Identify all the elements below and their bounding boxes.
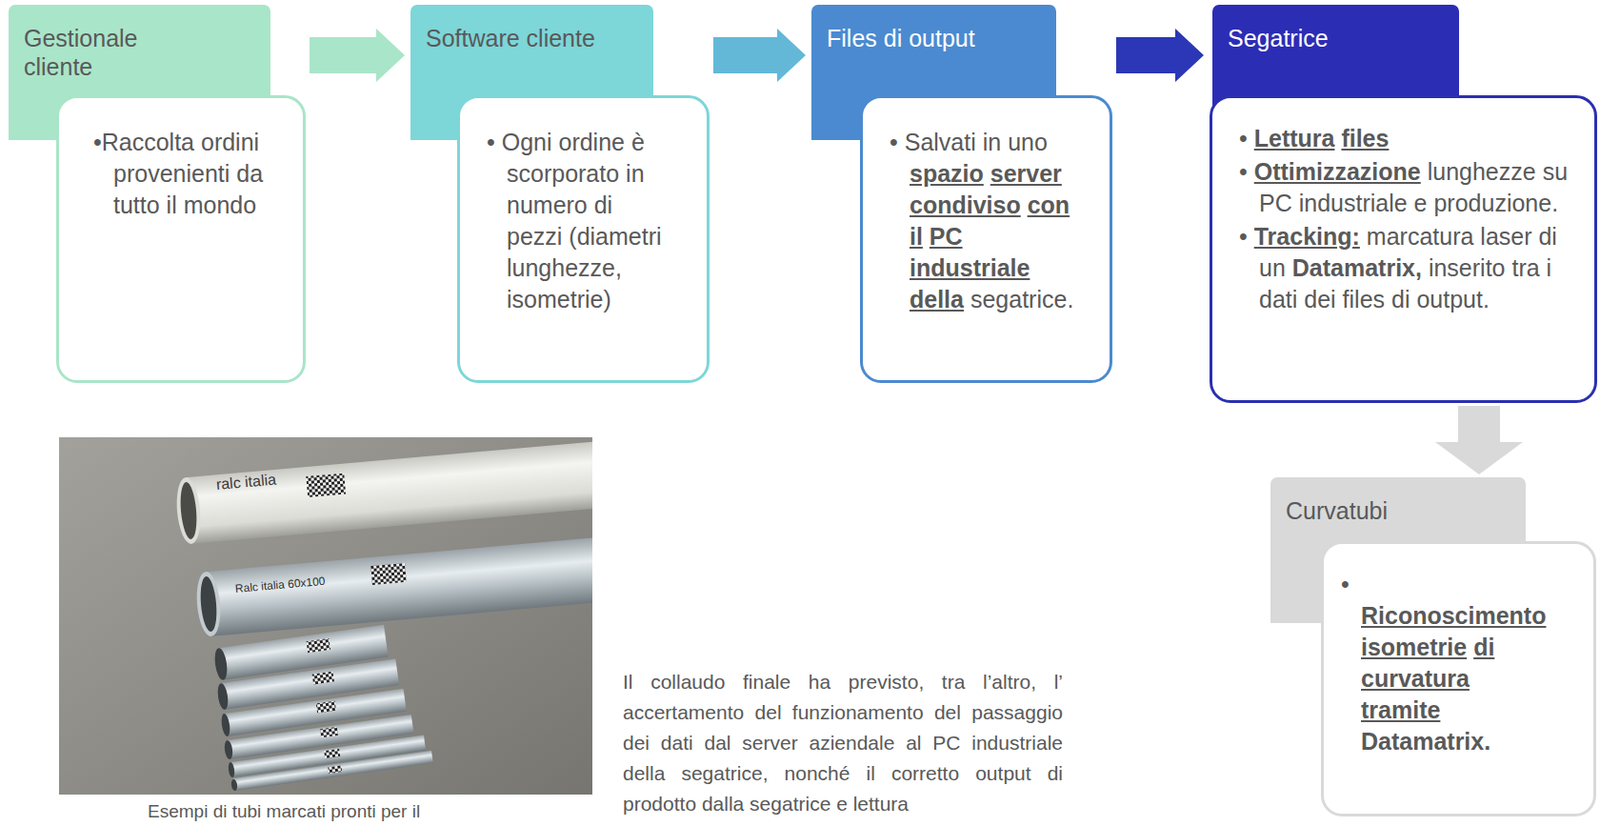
step-card: • Riconoscimento isometrie di curvatura … — [1320, 540, 1597, 817]
step-bullet: • Riconoscimento isometrie di curvatura … — [1340, 568, 1518, 758]
flow-step: Gestionale cliente •Raccolta ordini prove… — [8, 4, 306, 383]
step-card: • Ogni ordine è scorporato in numero di … — [457, 95, 710, 383]
step-bullet: • Lettura files — [1239, 122, 1580, 155]
flow-step: Software cliente • Ogni ordine è scorpora… — [410, 4, 710, 383]
step-card: • Salvati in uno spazio server condiviso… — [860, 95, 1113, 383]
step-title: Gestionale cliente — [23, 23, 167, 81]
step-title: Segatrice — [1227, 23, 1444, 53]
flow-step: Segatrice • Lettura files• Ottimizzazione… — [1209, 4, 1598, 403]
flow-step: Curvatubi • Riconoscimento isometrie di c… — [1270, 477, 1597, 817]
step-bullet: • Ottimizzazione lunghezze su PC industr… — [1239, 156, 1580, 220]
step-card: • Lettura files• Ottimizzazione lunghezz… — [1209, 95, 1598, 403]
step-bullet: •Raccolta ordini provenienti da tutto il… — [93, 126, 288, 221]
step-title: Files di output — [826, 23, 1041, 53]
flow-arrow — [1435, 405, 1523, 475]
step-bullet: • Ogni ordine è scorporato in numero di … — [486, 126, 673, 316]
step-bullet: • Tracking: marcatura laser di un Datama… — [1239, 220, 1580, 316]
step-title: Curvatubi — [1285, 496, 1511, 525]
note-paragraph: Il collaudo finale ha previsto, tra l’al… — [622, 666, 1063, 820]
pipe-photo — [59, 437, 593, 795]
flow-arrow — [309, 28, 405, 82]
step-title: Software cliente — [425, 23, 639, 53]
flow-arrow — [713, 28, 806, 82]
flow-step: Files di output • Salvati in uno spazio s… — [811, 4, 1113, 383]
pipe — [194, 537, 593, 638]
step-bullet: • Salvati in uno spazio server condiviso… — [889, 126, 1081, 316]
pipe — [230, 750, 434, 792]
pipe — [174, 440, 593, 545]
photo-caption: Esempi di tubi marcati pronti per il — [147, 800, 420, 823]
flow-arrow — [1116, 28, 1204, 82]
step-card: •Raccolta ordini provenienti da tutto il… — [56, 95, 306, 383]
